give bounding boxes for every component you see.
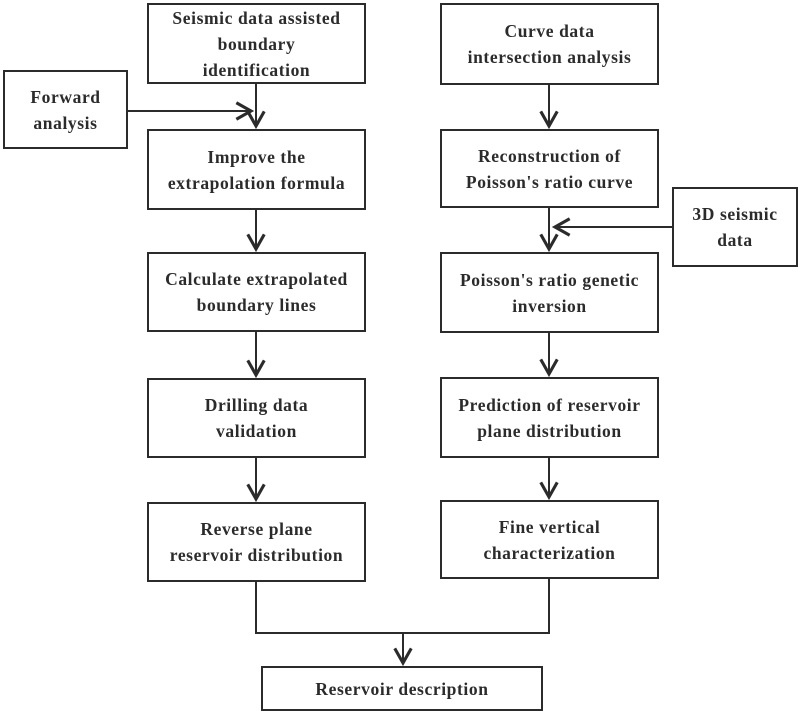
flow-box-reverse-plane-reservoir-distribution: Reverse plane reservoir distribution xyxy=(147,502,366,582)
flow-box-calculate-boundary-lines: Calculate extrapolated boundary lines xyxy=(147,252,366,332)
flow-box-reconstruction-poissons-ratio-curve: Reconstruction of Poisson's ratio curve xyxy=(440,129,659,208)
flow-box-prediction-reservoir-plane-distribution: Prediction of reservoir plane distributi… xyxy=(440,377,659,458)
flow-box-forward-analysis: Forward analysis xyxy=(3,70,128,149)
flow-box-reservoir-description: Reservoir description xyxy=(261,666,543,711)
flow-box-curve-data-intersection-analysis: Curve data intersection analysis xyxy=(440,3,659,85)
flow-box-improve-extrapolation-formula: Improve the extrapolation formula xyxy=(147,129,366,210)
flow-box-3d-seismic-data: 3D seismic data xyxy=(672,187,798,267)
connector-merge xyxy=(255,579,550,634)
flow-box-seismic-boundary-identification: Seismic data assisted boundary identific… xyxy=(147,3,366,84)
flow-box-fine-vertical-characterization: Fine vertical characterization xyxy=(440,500,659,579)
flow-box-poissons-ratio-genetic-inversion: Poisson's ratio genetic inversion xyxy=(440,252,659,333)
flow-box-drilling-data-validation: Drilling data validation xyxy=(147,378,366,458)
